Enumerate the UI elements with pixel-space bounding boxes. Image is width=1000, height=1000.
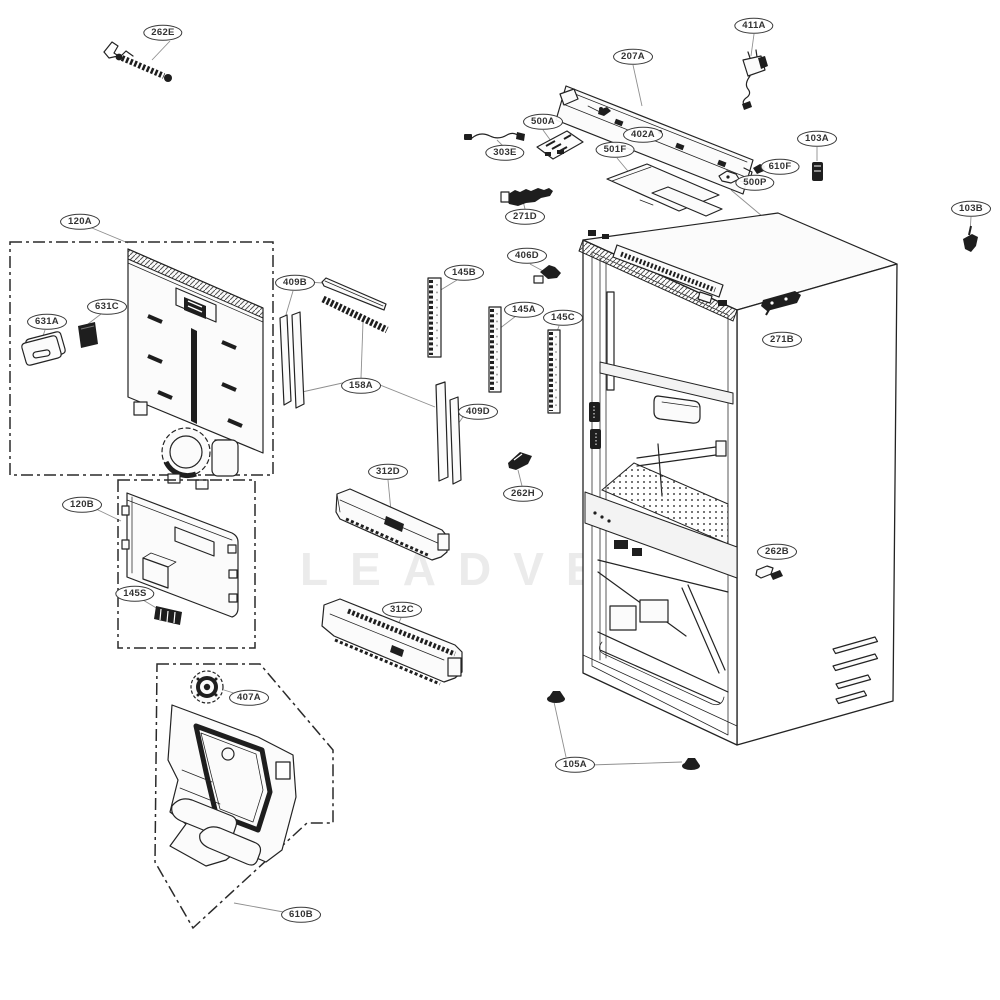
holder-406d (533, 265, 561, 284)
callout-409B: 409B (275, 274, 315, 292)
drawer-panel-312d (335, 488, 450, 561)
callout-500P: 500P (735, 174, 775, 192)
callout-145B: 145B (444, 264, 484, 282)
cover-103a (812, 162, 823, 181)
rail-block-145s (154, 606, 182, 625)
callout-207A: 207A (613, 48, 653, 66)
power-cord-plug (742, 49, 768, 110)
callout-500A: 500A (523, 113, 563, 131)
callout-409D: 409D (458, 403, 498, 421)
side-clip-262b (755, 565, 783, 580)
insulation-plate (606, 163, 723, 217)
callout-610B: 610B (281, 906, 321, 924)
leveling-feet (547, 691, 700, 770)
drawer-panel-312c (321, 598, 463, 686)
fan-motor-407a (190, 670, 224, 704)
cabinet-body (547, 212, 898, 770)
callout-103B: 103B (951, 200, 991, 218)
callout-105A: 105A (555, 756, 595, 774)
callout-145S: 145S (115, 585, 155, 603)
wire-harness (464, 132, 525, 141)
cabinet-interior (584, 257, 738, 706)
callout-262H: 262H (503, 485, 543, 503)
hinge-bracket-271d (500, 188, 553, 206)
lever-262h (508, 452, 532, 470)
callout-145C: 145C (543, 309, 583, 327)
vent-slots (832, 636, 879, 705)
cover-103b (963, 225, 978, 252)
callout-312D: 312D (368, 463, 408, 481)
callout-120B: 120B (62, 496, 102, 514)
trim-strips-409d (435, 381, 462, 485)
callout-145A: 145A (504, 301, 544, 319)
callout-406D: 406D (507, 247, 547, 265)
callout-120A: 120A (60, 213, 100, 231)
trim-rail-set-158a (321, 277, 389, 334)
callout-402A: 402A (623, 126, 663, 144)
grille-assembly-610b (154, 663, 334, 930)
trim-strips-409b (279, 311, 305, 409)
callout-610F: 610F (760, 158, 800, 176)
callout-303E: 303E (485, 144, 525, 162)
callout-501F: 501F (595, 141, 635, 159)
pcb-board (536, 130, 584, 160)
callout-271D: 271D (505, 208, 545, 226)
top-hinge-271b (761, 291, 801, 316)
shelf-rail-145b (427, 277, 442, 358)
callout-631A: 631A (27, 313, 67, 331)
panel-assembly-120b (117, 479, 256, 649)
callout-103A: 103A (797, 130, 837, 148)
shelf-rail-145c (547, 329, 561, 414)
cap-631a (21, 331, 66, 366)
callout-271B: 271B (762, 331, 802, 349)
callout-158A: 158A (341, 377, 381, 395)
wrench-tool (103, 41, 172, 82)
back-panel-assembly-120a (9, 241, 274, 490)
callout-411A: 411A (734, 17, 774, 35)
callout-631C: 631C (87, 298, 127, 316)
callout-262B: 262B (757, 543, 797, 561)
top-cover-clip (587, 105, 611, 116)
callout-262E: 262E (143, 24, 183, 42)
callout-407A: 407A (229, 689, 269, 707)
callout-312C: 312C (382, 601, 422, 619)
shelf-rail-145a (488, 306, 502, 393)
pad-631c (78, 322, 98, 348)
